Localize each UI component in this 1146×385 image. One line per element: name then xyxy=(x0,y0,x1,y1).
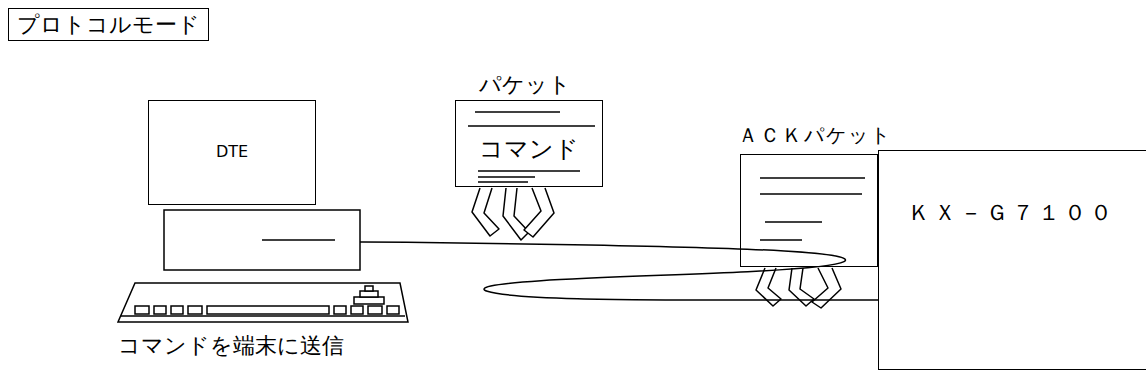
key xyxy=(351,306,363,314)
cable xyxy=(360,242,878,300)
outline xyxy=(878,150,1146,370)
key xyxy=(354,297,384,304)
keyboard-edge xyxy=(121,315,405,317)
key xyxy=(334,306,346,314)
key xyxy=(360,291,378,297)
text-line xyxy=(478,170,580,172)
key xyxy=(188,306,202,314)
key xyxy=(135,306,149,314)
dte-label: DTE xyxy=(148,100,316,205)
key xyxy=(387,306,399,314)
text-line xyxy=(475,111,560,113)
dte-computer: DTE xyxy=(148,100,360,270)
leg xyxy=(472,188,499,236)
text-line xyxy=(478,181,528,183)
text-line xyxy=(468,125,595,127)
text-line xyxy=(760,177,865,179)
ack-packet-heading: ＡＣＫパケット xyxy=(738,124,892,147)
drive-slot xyxy=(262,239,335,241)
key xyxy=(154,306,166,314)
leg xyxy=(503,188,529,240)
outline xyxy=(740,154,878,267)
text-line xyxy=(760,193,862,195)
packet-body: コマンド xyxy=(455,136,603,164)
mode-box: プロトコルモード xyxy=(8,8,209,41)
terminal-box: ＫＸ－Ｇ７１００ xyxy=(878,150,1146,370)
ack-packet-document: ＡＣＫパケット xyxy=(740,124,878,267)
packet-legs xyxy=(472,188,554,240)
text-line xyxy=(765,221,822,223)
text-line xyxy=(478,176,535,178)
key xyxy=(368,306,382,314)
key xyxy=(171,306,183,314)
text-line xyxy=(760,239,802,241)
packet-document: パケットコマンド xyxy=(455,72,603,187)
caption-text: コマンドを端末に送信 xyxy=(118,333,344,358)
computer-illustration xyxy=(118,210,408,322)
ack-packet-lines xyxy=(760,178,865,240)
leg xyxy=(524,188,554,237)
ack-packet-legs xyxy=(756,268,841,308)
space-key xyxy=(207,306,329,314)
packet-heading: パケット xyxy=(455,72,595,97)
system-unit xyxy=(164,210,360,270)
leg xyxy=(812,268,841,308)
terminal-name: ＫＸ－Ｇ７１００ xyxy=(908,200,1116,225)
key xyxy=(365,286,373,291)
keyboard xyxy=(118,283,408,322)
mode-title: プロトコルモード xyxy=(9,9,208,40)
